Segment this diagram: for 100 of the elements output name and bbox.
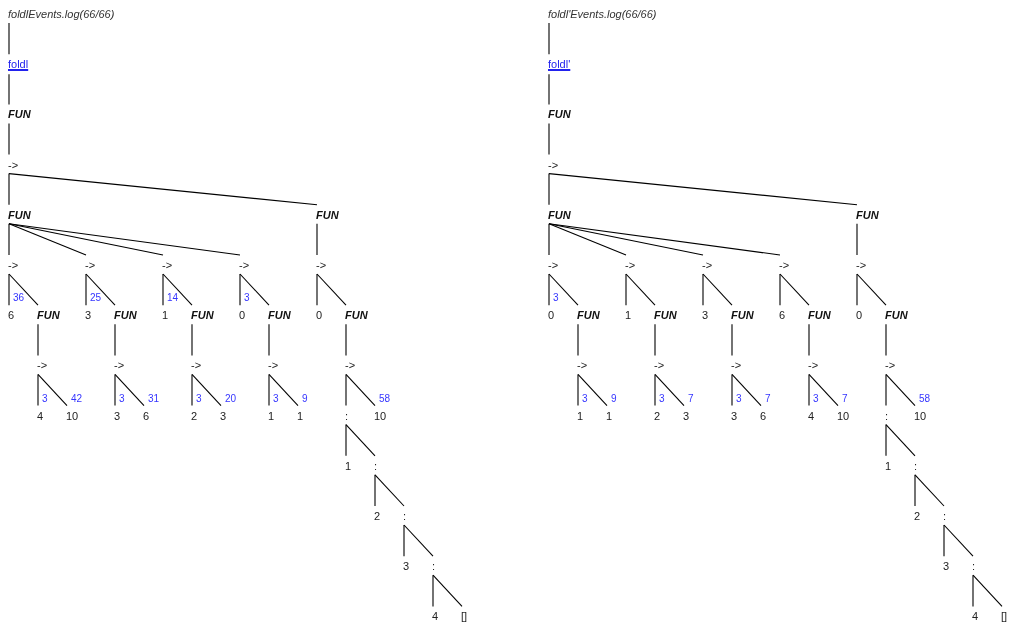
step-count: 7 <box>842 393 848 404</box>
fun-label: FUN <box>885 308 908 323</box>
fun-label: FUN <box>577 308 600 323</box>
tree-label: -> <box>625 258 636 272</box>
tree-line <box>972 574 974 607</box>
tree-line <box>8 273 10 306</box>
tree-line <box>914 474 916 507</box>
tree-line <box>625 273 627 306</box>
tree-line <box>191 373 193 407</box>
tree-line <box>374 474 376 507</box>
tree-line <box>654 323 656 356</box>
tree-label: : <box>972 559 976 574</box>
tree-line <box>808 373 810 407</box>
fun-label: FUN <box>37 308 60 323</box>
tree-label: 6 <box>143 408 150 423</box>
tree-label: 3 <box>702 308 709 323</box>
tree-line <box>316 273 347 306</box>
tree-line <box>191 323 193 356</box>
tree-label: -> <box>191 358 202 373</box>
tree-label: 3 <box>403 559 410 574</box>
step-count: 3 <box>582 393 588 404</box>
tree-label: -> <box>239 258 250 272</box>
tree-label: 0 <box>239 308 246 323</box>
tree-line <box>432 574 463 607</box>
tree-label: 6 <box>779 308 786 323</box>
tree-line <box>779 273 810 306</box>
step-count: 42 <box>71 393 83 404</box>
tree-line <box>548 223 627 256</box>
tree-label: : <box>943 509 947 523</box>
tree-label: 4 <box>972 609 979 624</box>
tree-line <box>8 273 39 306</box>
tree-label: : <box>432 559 436 574</box>
tree-label: -> <box>808 358 819 373</box>
tree-line <box>85 273 116 306</box>
tree-line <box>577 373 608 407</box>
tree-label: 10 <box>837 408 850 423</box>
tree-label: -> <box>345 358 356 373</box>
tree-label: 1 <box>297 408 304 423</box>
tree-line <box>162 273 193 306</box>
tree-line <box>856 223 858 256</box>
step-count: 20 <box>225 393 237 404</box>
tree-label: -> <box>316 258 327 272</box>
step-count: 25 <box>90 293 102 304</box>
tree-line <box>8 173 318 206</box>
tree-line <box>8 223 10 256</box>
tree-line <box>702 273 704 306</box>
fun-label: FUN <box>114 308 137 323</box>
tree-label: 0 <box>856 308 863 323</box>
tree-label: 1 <box>162 308 169 323</box>
fun-label: FUN <box>731 308 754 323</box>
tree-label: -> <box>8 258 19 272</box>
tree-line <box>885 424 916 457</box>
tree-label: : <box>403 509 407 523</box>
tree-line <box>345 323 347 356</box>
tree-line <box>432 574 434 607</box>
tree-label: 2 <box>914 509 921 523</box>
fun-label: FUN <box>8 107 31 122</box>
tree-line <box>885 323 887 356</box>
tree-line <box>162 273 164 306</box>
tree-line <box>239 273 241 306</box>
tree-line <box>37 373 39 407</box>
tree-line <box>972 574 1003 607</box>
tree-label: [] <box>1001 609 1008 624</box>
tree-line <box>8 73 10 105</box>
tree-line <box>548 73 550 105</box>
tree-label: -> <box>8 157 19 172</box>
log-title: foldlEvents.log(66/66) <box>8 7 115 21</box>
step-count: 3 <box>244 293 250 304</box>
tree-line <box>8 223 241 256</box>
fun-label: FUN <box>808 308 831 323</box>
tree-line <box>625 273 656 306</box>
tree-line <box>268 373 270 407</box>
tree-label: -> <box>654 358 665 373</box>
step-count: 3 <box>736 393 742 404</box>
tree-line <box>403 524 434 557</box>
tree-line <box>779 273 781 306</box>
tree-label: -> <box>885 358 896 373</box>
fun-label: FUN <box>548 107 571 122</box>
tree-line <box>8 122 10 156</box>
tree-line <box>374 474 405 507</box>
tree-line <box>114 373 116 407</box>
tree-line <box>702 273 733 306</box>
tree-label: 3 <box>114 408 121 423</box>
tree-line <box>548 173 858 206</box>
step-count: 58 <box>379 393 391 404</box>
tree-label: -> <box>114 358 125 373</box>
fun-label: FUN <box>654 308 677 323</box>
step-count: 3 <box>42 393 48 404</box>
tree-line <box>654 373 685 407</box>
tree-label: 3 <box>731 408 738 423</box>
step-count: 3 <box>196 393 202 404</box>
tree-label: 0 <box>548 308 555 323</box>
tree-line <box>856 273 858 306</box>
tree-label: 2 <box>191 408 198 423</box>
tree-label: 3 <box>220 408 227 423</box>
tree-label: 0 <box>316 308 323 323</box>
function-link: foldl <box>8 57 29 72</box>
tree-line <box>37 373 68 407</box>
tree-label: -> <box>577 358 588 373</box>
fun-label: FUN <box>191 308 214 323</box>
